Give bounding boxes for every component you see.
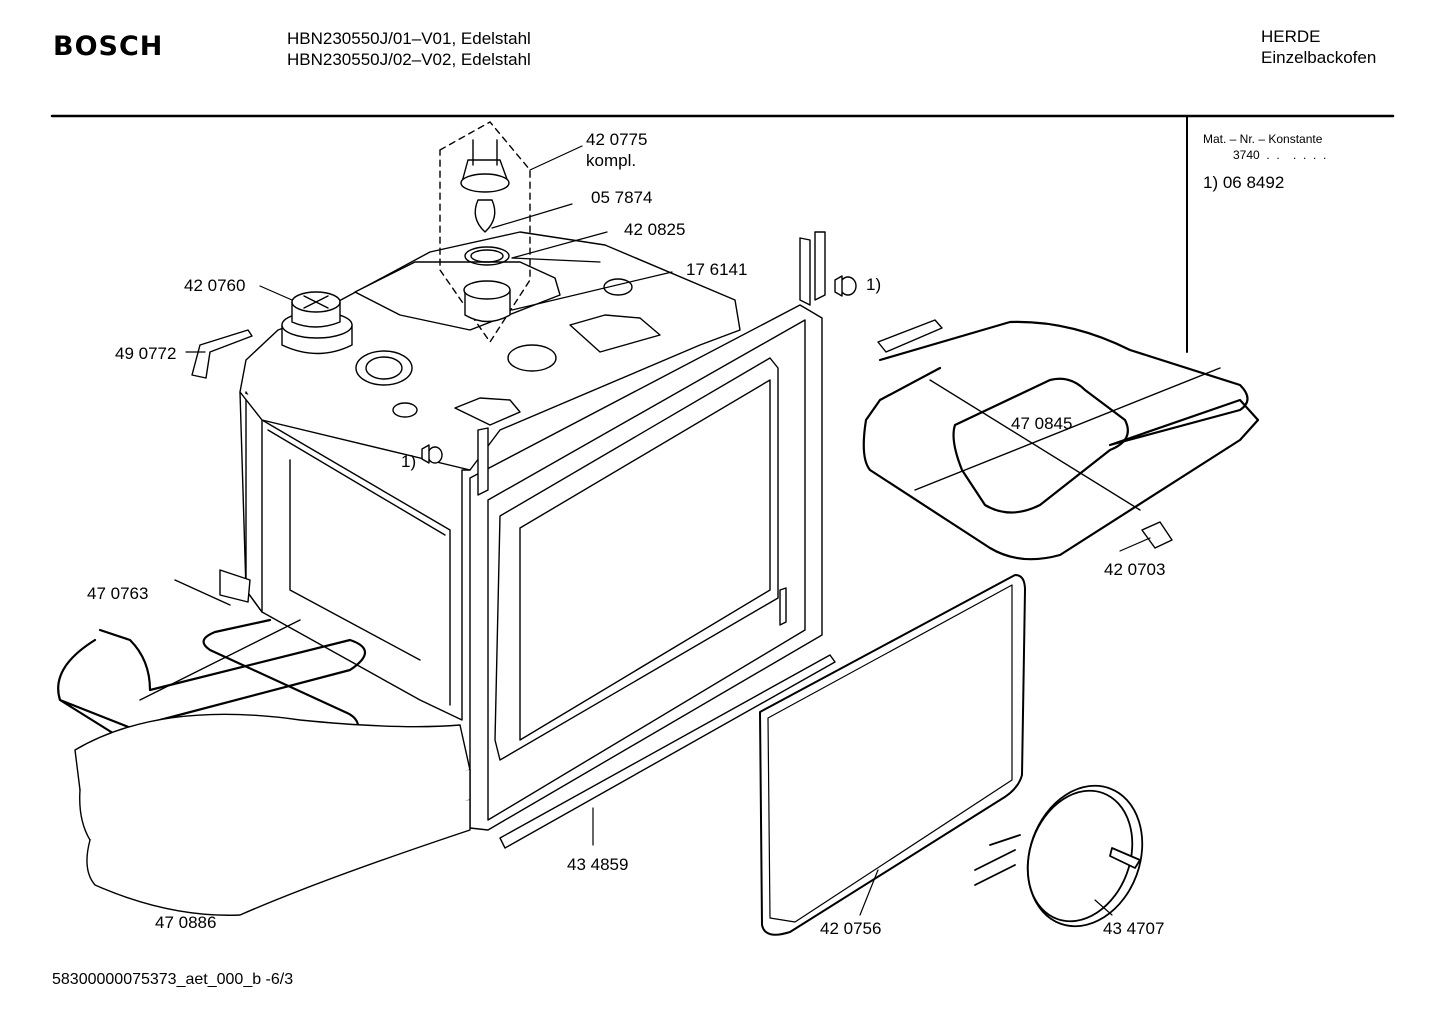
part-label: 43 4707 [1103, 919, 1165, 938]
insulation-mat [74, 713, 471, 916]
part-label: 47 0763 [87, 584, 149, 603]
leader-lines [185, 145, 1151, 916]
part-label: 42 0703 [1104, 560, 1166, 579]
part-label: 17 6141 [686, 260, 748, 279]
rotary-cap [281, 291, 353, 355]
footnote-part: 1) 06 8492 [1203, 173, 1285, 192]
category: HERDE [1261, 27, 1321, 46]
bracket-490772 [191, 329, 253, 379]
part-label: 1) [401, 452, 417, 471]
part-label: 42 0825 [624, 220, 686, 239]
front-frame [469, 231, 826, 831]
part-label: 42 0775 [586, 130, 648, 149]
part-label: 1) [866, 275, 882, 294]
model-line-2: HBN230550J/02–V02, Edelstahl [287, 50, 531, 69]
lamp-holder-left [421, 444, 443, 464]
mat-nr-heading: Mat. – Nr. – Konstante [1203, 132, 1323, 146]
brand-logo: BOSCH [53, 31, 164, 62]
bottom-heating-element [57, 569, 367, 793]
model-line-1: HBN230550J/01–V01, Edelstahl [287, 29, 531, 48]
part-label: 43 4859 [567, 855, 629, 874]
ring-heater [974, 784, 1144, 928]
document-id: 58300000075373_aet_000_b -6/3 [52, 971, 294, 988]
part-label: kompl. [586, 151, 637, 170]
trim-strip [499, 654, 836, 849]
door-seal [759, 574, 1026, 936]
lamp-holder-right [834, 275, 857, 297]
part-label: 47 0886 [155, 913, 217, 932]
part-label: 42 0756 [820, 919, 882, 938]
part-label: 05 7874 [591, 188, 653, 207]
oven-cavity [239, 231, 741, 721]
mat-nr-constant: 3740 . . . . . . [1233, 148, 1327, 162]
part-label: 47 0845 [1011, 414, 1073, 433]
subcategory: Einzelbackofen [1261, 48, 1377, 67]
part-label: 49 0772 [115, 344, 177, 363]
lamp-assembly [439, 121, 531, 343]
top-heating-element [862, 319, 1260, 561]
part-label: 42 0760 [184, 276, 246, 295]
